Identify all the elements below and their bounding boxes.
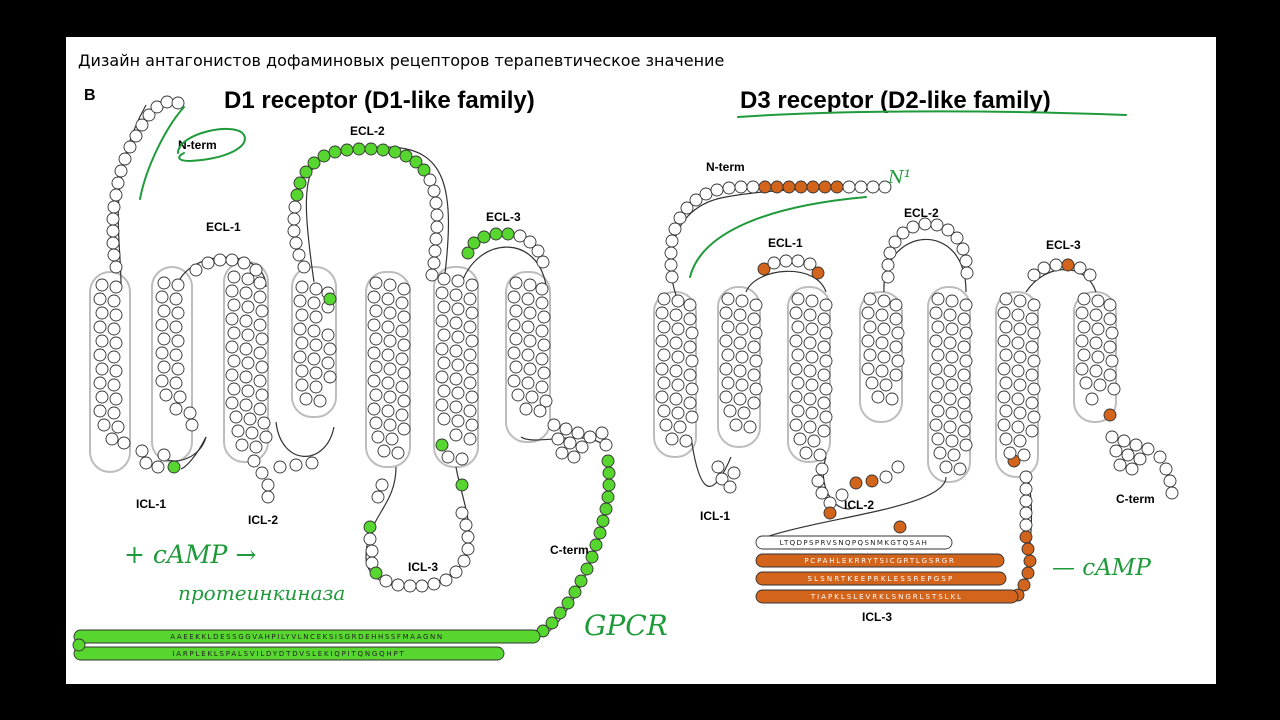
d3-n-term-label: N-term (706, 160, 745, 174)
d3-icl3-row1: LTQDPSPRVSNQPQSNMKGTQSAH (780, 539, 929, 547)
d1-ecl3-label: ECL-3 (486, 210, 521, 224)
n-term-mark: N¹ (887, 167, 911, 188)
d1-intracellular-beads (135, 418, 616, 638)
d3-icl3-row2: PCPAHLEKRRYTSICGRTLGSRGR (804, 557, 955, 565)
d1-n-term-beads (106, 95, 185, 274)
d1-n-term-circle (177, 127, 246, 162)
d3-icl1-label: ICL-1 (700, 509, 730, 523)
d1-icl2-label: ICL-2 (248, 513, 278, 527)
d3-n-term-beads (664, 180, 892, 284)
d3-c-term-label: C-term (1116, 492, 1155, 506)
d1-region-labels: N-term ECL-1 ECL-2 ECL-3 ICL-1 ICL-2 ICL… (136, 124, 589, 574)
gpcr-annotation: GPCR (584, 609, 668, 642)
d3-ecl3-label: ECL-3 (1046, 238, 1081, 252)
d1-n-term-label: N-term (178, 138, 217, 152)
d3-n-term-underline (689, 196, 867, 278)
camp-plus-annotation: + cAMP → (124, 540, 256, 569)
d1-ecl3-beads (461, 227, 550, 269)
d1-c-tail: AAEEKKLDESSGGVAHPILYVLNCEKSISGRDEHHSSFMA… (72, 629, 541, 661)
d3-intracellular-beads (711, 430, 1179, 602)
d1-ecl1-label: ECL-1 (206, 220, 241, 234)
d3-tm-helices (655, 292, 1121, 476)
d3-icl3-label: ICL-3 (862, 610, 892, 624)
panel-letter: B (84, 87, 96, 104)
d1-ecl2-label: ECL-2 (350, 124, 385, 138)
camp-minus-annotation: — cAMP (1052, 555, 1151, 581)
d1-c-tail-row2: IARPLEKLSPALSVILDYDTDVSLEKIQPITQNGQHPT (172, 650, 405, 658)
d3-icl3-rows: LTQDPSPRVSNQPQSNMKGTQSAH PCPAHLEKRRYTSIC… (755, 535, 1019, 604)
d3-ecl1-label: ECL-1 (768, 236, 803, 250)
d3-icl3-row3: SLSNRTKEEPRKLESSREPGSP (808, 575, 955, 583)
d3-title-underline (737, 110, 1127, 118)
d1-icl1-label: ICL-1 (136, 497, 166, 511)
receptor-diagram: B D1 receptor (D1-like family) (72, 87, 1179, 661)
handwritten-annotations: N¹ + cAMP → протеинкиназа GPCR — cAMP (124, 106, 1151, 642)
d3-icl3-row4: TIAPKLSLEVRKLSNGRLSTSLKL (810, 593, 963, 601)
slide-title: Дизайн антагонистов дофаминовых рецептор… (78, 51, 725, 70)
d1-c-term-label: C-term (550, 543, 589, 557)
d1-n-term-underline (139, 106, 185, 200)
d1-ecl1-beads (189, 253, 263, 277)
d3-ecl2-label: ECL-2 (904, 206, 939, 220)
d1-c-tail-row1: AAEEKKLDESSGGVAHPILYVLNCEKSISGRDEHHSSFMA… (170, 633, 443, 641)
d3-ecl-beads (757, 217, 1097, 284)
d3-icl2-label: ICL-2 (844, 498, 874, 512)
d3-title: D3 receptor (D2-like family) (740, 87, 1051, 114)
d1-icl3-label: ICL-3 (408, 560, 438, 574)
d1-tm-helices (93, 270, 553, 466)
d1-title: D1 receptor (D1-like family) (224, 87, 535, 114)
d1-ecl2-beads (287, 142, 444, 282)
d3-region-labels: N-term ECL-1 ECL-2 ECL-3 ICL-1 ICL-2 ICL… (700, 160, 1155, 624)
protein-kinase-annotation: протеинкиназа (178, 581, 345, 605)
slide: Дизайн антагонистов дофаминовых рецептор… (66, 37, 1216, 684)
